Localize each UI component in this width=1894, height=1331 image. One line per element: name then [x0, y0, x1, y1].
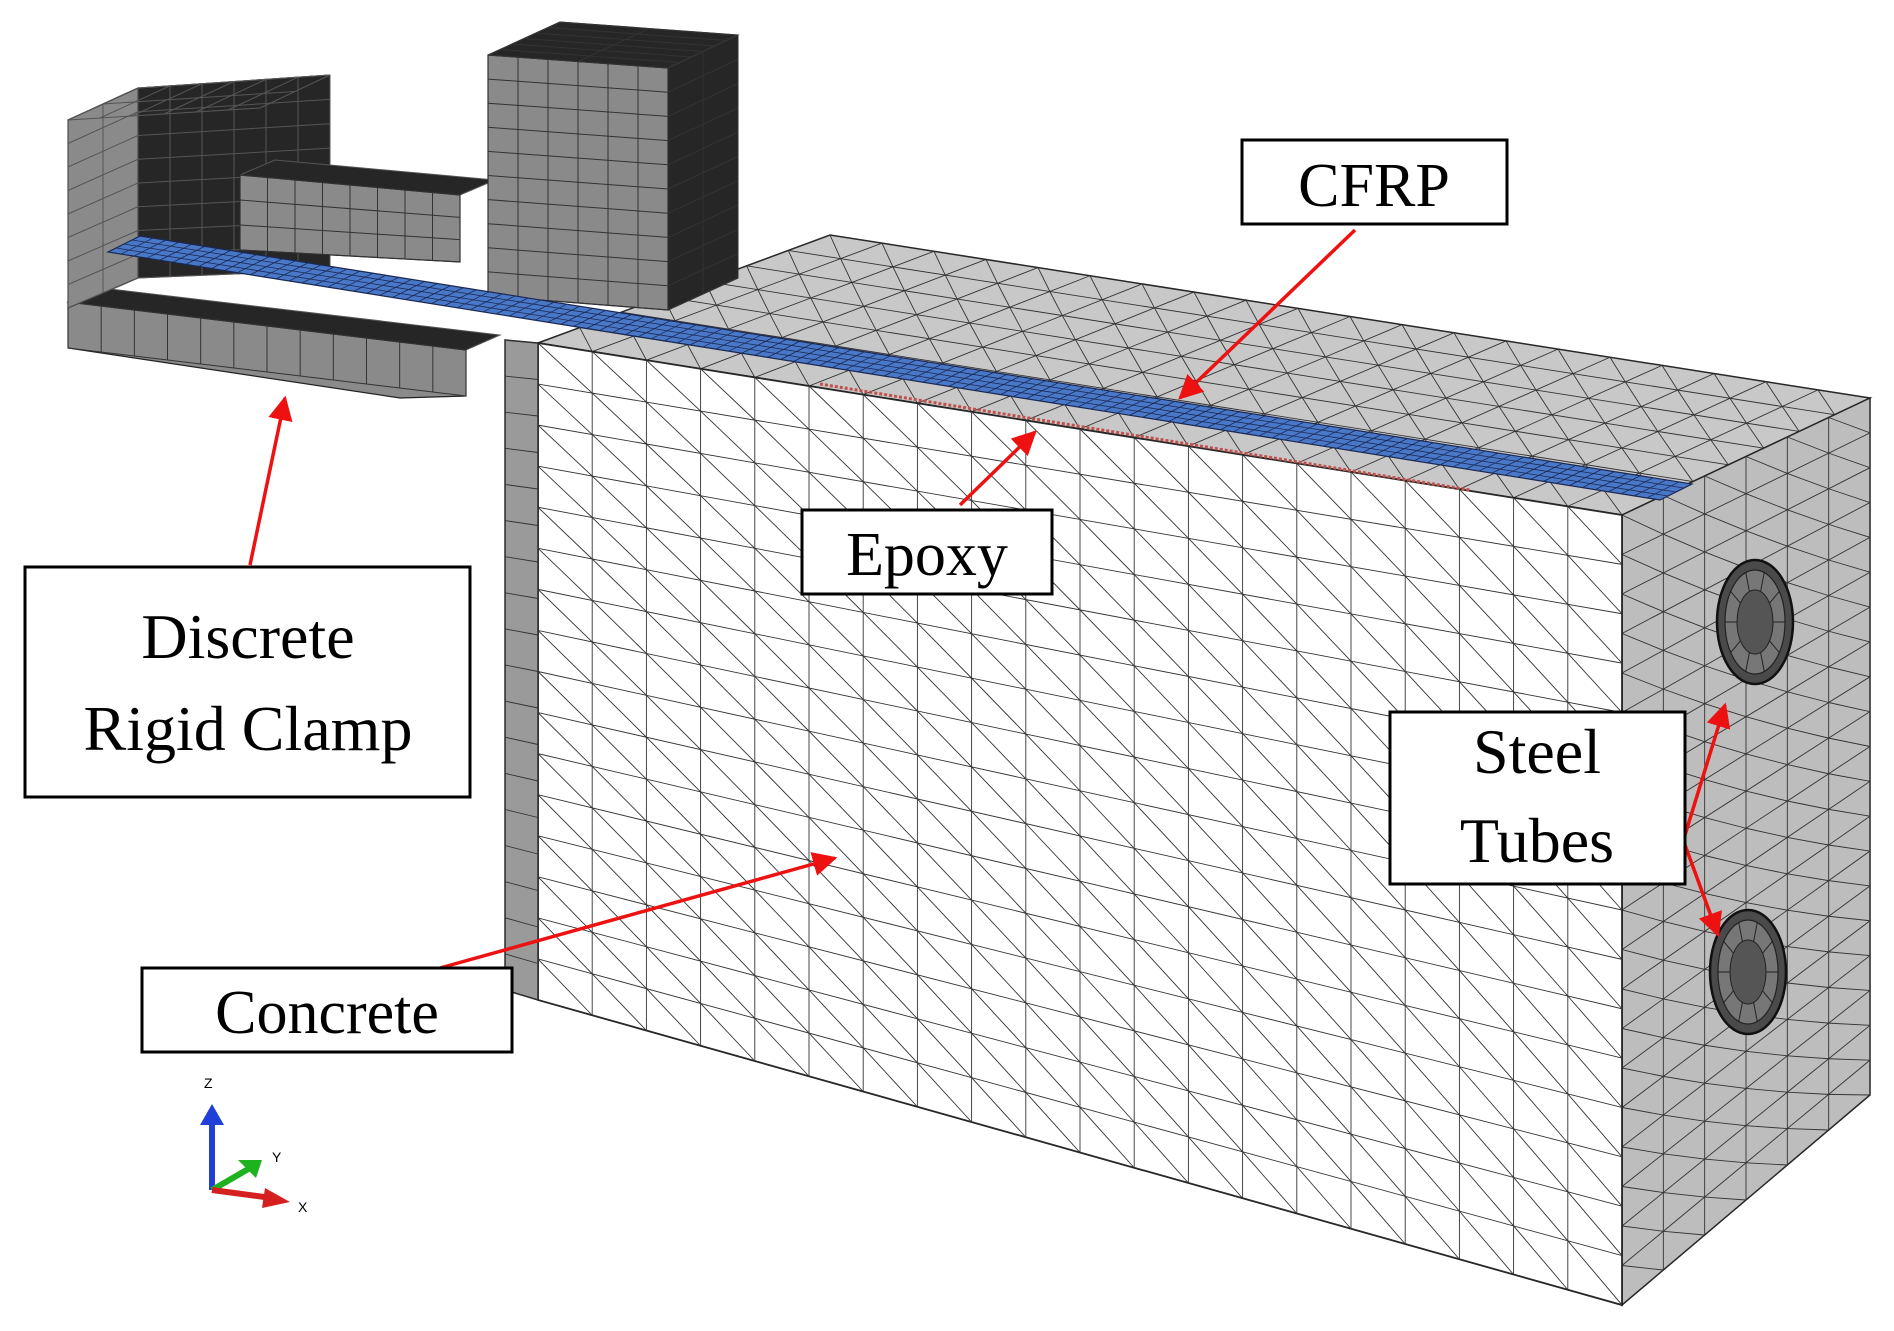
axis-y-line [210, 1165, 252, 1193]
cfrp-strip [106, 235, 1694, 501]
annotation-arrows [248, 228, 1731, 970]
label-clamp: Discrete Rigid Clamp [23, 565, 472, 799]
axis-x-label: X [298, 1199, 308, 1215]
axis-z-head [200, 1104, 224, 1125]
label-steel-line2: Tubes [1460, 805, 1614, 876]
label-cfrp: CFRP [1240, 138, 1509, 226]
axis-z-label: Z [204, 1075, 213, 1091]
arrow-steel-lower [1683, 844, 1722, 938]
rigid-clamp [66, 21, 740, 399]
axis-x-head [262, 1188, 290, 1208]
steel-tube-upper [1715, 558, 1795, 686]
axis-x-line [211, 1187, 273, 1201]
arrow-concrete [439, 852, 838, 970]
coordinate-triad: Z Y X [200, 1075, 308, 1215]
label-clamp-line1: Discrete [141, 601, 354, 672]
axis-y-label: Y [272, 1149, 282, 1165]
concrete-left-strip [504, 339, 539, 1002]
label-concrete-text: Concrete [215, 979, 439, 1047]
label-epoxy-text: Epoxy [846, 521, 1008, 589]
steel-tube-lower [1708, 908, 1788, 1036]
arrow-steel-upper [1683, 702, 1731, 836]
arrow-epoxy [958, 430, 1037, 507]
label-clamp-line2: Rigid Clamp [84, 693, 413, 764]
label-concrete: Concrete [140, 966, 514, 1054]
label-cfrp-text: CFRP [1298, 152, 1450, 220]
label-steel-line1: Steel [1473, 716, 1601, 787]
arrow-clamp [248, 395, 293, 566]
arrow-cfrp [1178, 228, 1357, 400]
label-steel-tubes: Steel Tubes [1388, 710, 1687, 886]
axis-y-head [238, 1160, 262, 1178]
label-epoxy: Epoxy [800, 508, 1054, 596]
